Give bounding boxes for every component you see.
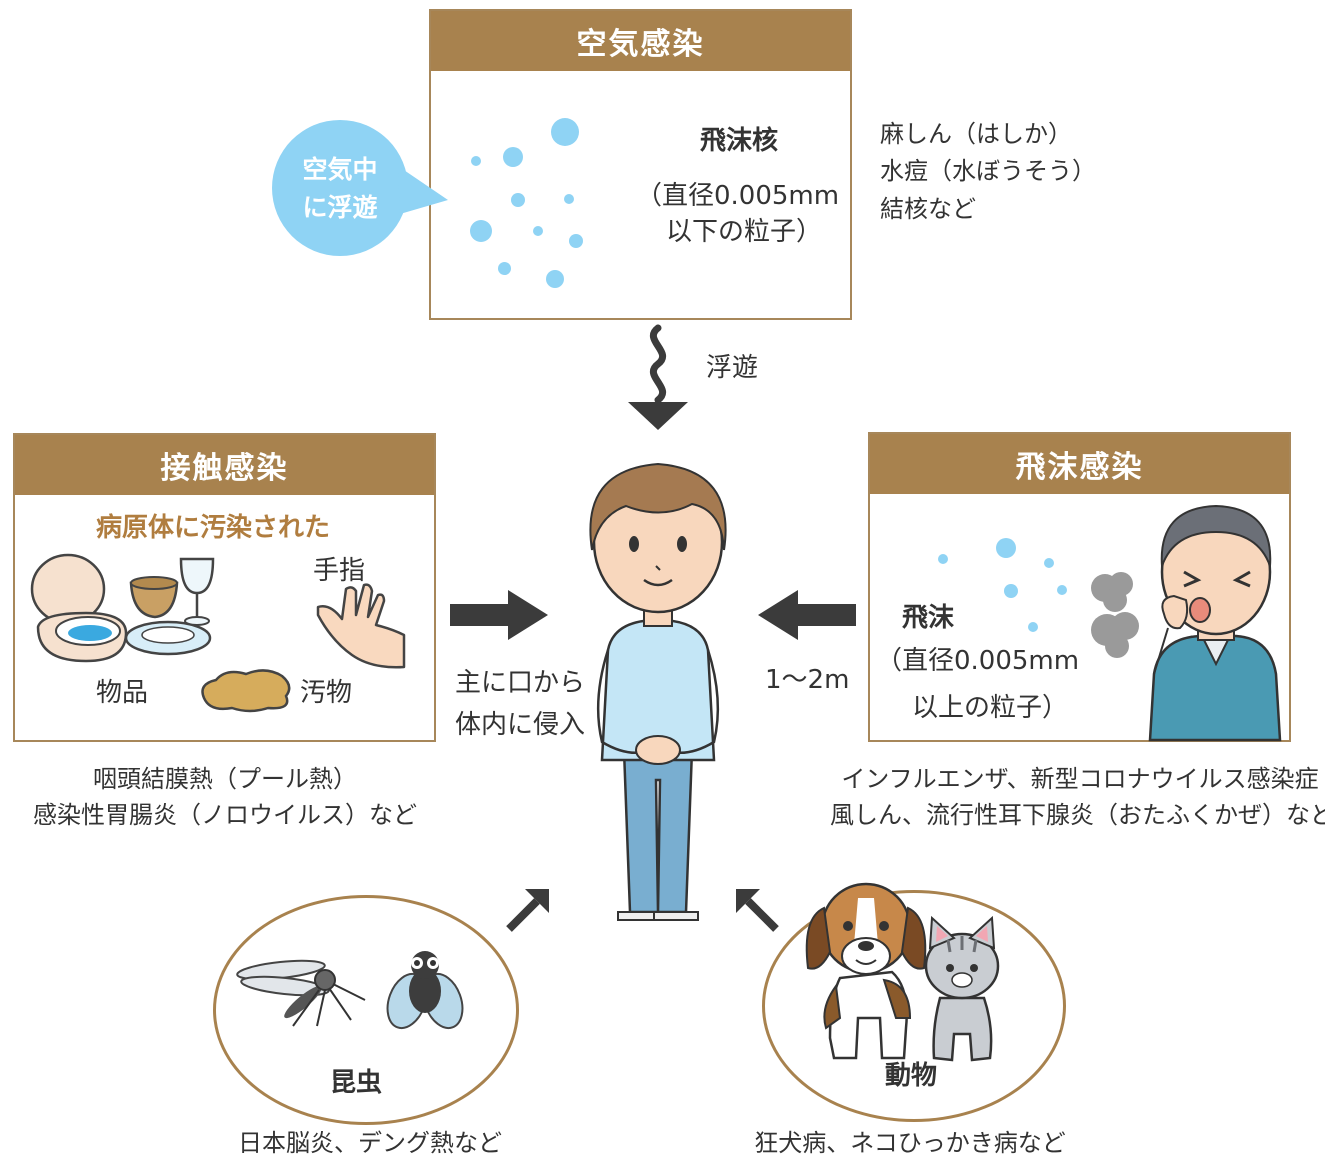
air-size-2: 以下の粒子） (666, 217, 823, 247)
droplet-disease-2: 風しん、流行性耳下腺炎（おたふくかぜ）など (830, 801, 1325, 829)
person-icon (589, 462, 727, 921)
insects-oval (213, 895, 519, 1125)
droplet-distance: 1～2m (765, 665, 850, 695)
contact-title: 接触感染 (15, 435, 434, 495)
label-items: 物品 (96, 678, 149, 708)
animal-arrow (736, 889, 779, 932)
float-arrow (628, 324, 688, 430)
label-hands: 手指 (313, 556, 366, 586)
animals-label: 動物 (885, 1061, 938, 1091)
droplet-disease-1: インフルエンザ、新型コロナウイルス感染症 (841, 765, 1319, 793)
insect-arrow (506, 889, 549, 932)
coughing-man-icon (1148, 504, 1282, 742)
droplet-arrow (758, 590, 856, 640)
float-label: 浮遊 (706, 353, 759, 383)
mosquito-icon (236, 959, 366, 1027)
tableware-icon (124, 557, 215, 656)
particle (938, 554, 948, 564)
air-disease-3: 結核など (880, 195, 976, 223)
bubble-text-2: に浮遊 (302, 193, 378, 222)
airborne-title: 空気感染 (431, 11, 850, 71)
cough-cloud-icon (1091, 572, 1139, 658)
bubble-text-1: 空気中 (302, 155, 378, 184)
particle (564, 194, 574, 204)
particle (533, 226, 543, 236)
particle (1004, 584, 1018, 598)
cat-icon (924, 915, 1000, 1062)
insects-label: 昆虫 (330, 1068, 383, 1098)
contact-disease-1: 咽頭結膜熱（プール熱） (93, 765, 357, 793)
droplet-title: 飛沫感染 (870, 434, 1289, 494)
toilet-icon (30, 553, 128, 663)
contact-arrow (450, 590, 548, 640)
particle (470, 220, 492, 242)
hand-icon (316, 583, 406, 669)
entry-line-1: 主に口から (455, 668, 586, 698)
particle (1057, 585, 1067, 595)
airborne-box: 空気感染 (429, 9, 852, 320)
particle (996, 538, 1016, 558)
entry-line-2: 体内に侵入 (455, 710, 586, 740)
air-disease-2: 水痘（水ぼうそう） (880, 157, 1096, 185)
particle (503, 147, 523, 167)
particle (1044, 558, 1054, 568)
particle (546, 270, 564, 288)
air-particle-label: 飛沫核 (700, 126, 779, 156)
droplet-size-1: （直径0.005mm (876, 646, 1080, 676)
insects-diseases: 日本脳炎、デング熱など (238, 1129, 502, 1157)
air-bubble (272, 120, 448, 256)
dog-icon (805, 882, 927, 1060)
particle (551, 118, 579, 146)
droplet-size-2: 以上の粒子） (912, 693, 1069, 723)
droplet-particle-label: 飛沫 (902, 603, 955, 633)
air-size-1: （直径0.005mm (636, 181, 840, 211)
particle (1028, 622, 1038, 632)
animals-diseases: 狂犬病、ネコひっかき病など (754, 1129, 1066, 1157)
particle (511, 193, 525, 207)
label-dirt: 汚物 (300, 678, 353, 708)
fly-icon (386, 951, 464, 1030)
dirt-icon (201, 669, 291, 713)
contact-subtitle: 病原体に汚染された (96, 513, 331, 543)
particle (569, 234, 583, 248)
particle (498, 262, 511, 275)
contact-disease-2: 感染性胃腸炎（ノロウイルス）など (33, 801, 417, 829)
air-disease-1: 麻しん（はしか） (880, 120, 1072, 148)
particle (471, 156, 481, 166)
